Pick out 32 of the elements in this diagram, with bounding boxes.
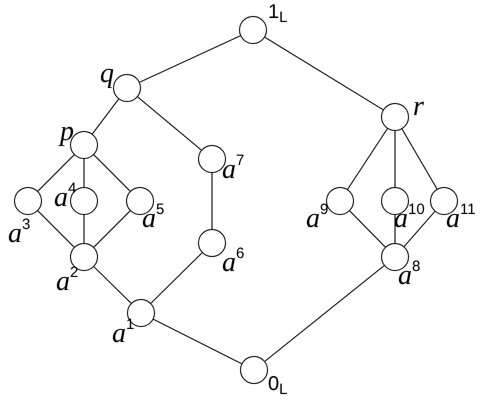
element-label: r <box>413 93 424 121</box>
lattice-edge <box>93 210 131 248</box>
lattice-edge <box>349 210 386 248</box>
element-label: a$^{3}$ <box>8 220 30 248</box>
lattice-edge <box>394 130 396 188</box>
lattice-edge <box>404 211 436 247</box>
lattice-edge <box>394 214 396 244</box>
element-label: a$^{11}$ <box>446 205 476 233</box>
lattice-edge <box>153 318 242 364</box>
element-label: a$^{6}$ <box>222 249 244 277</box>
element-label: a$^{8}$ <box>398 262 420 290</box>
element-label: 1$_{L}$ <box>268 2 288 22</box>
lattice-edge <box>137 96 202 151</box>
lattice-edge <box>93 154 131 192</box>
lattice-edge <box>150 252 203 304</box>
lattice-edge <box>93 266 132 304</box>
element-label: a$^{4}$ <box>54 184 76 212</box>
lattice-edge <box>347 128 388 190</box>
element-label: q <box>100 60 114 88</box>
element-label: a$^{9}$ <box>306 205 328 233</box>
lattice-edge <box>92 98 120 134</box>
lattice-edge <box>264 36 384 110</box>
element-label: a$^{10}$ <box>394 205 425 233</box>
element-label: a$^{7}$ <box>222 156 244 184</box>
lattice-edge <box>37 154 75 192</box>
lattice-edge <box>37 210 75 248</box>
lattice-edge <box>139 35 241 83</box>
element-label: 0$_{L}$ <box>268 374 288 394</box>
lattice-edge <box>402 128 438 190</box>
lattice-edge <box>264 265 385 362</box>
element-label: p <box>60 118 74 146</box>
element-label: a$^{5}$ <box>142 205 164 233</box>
